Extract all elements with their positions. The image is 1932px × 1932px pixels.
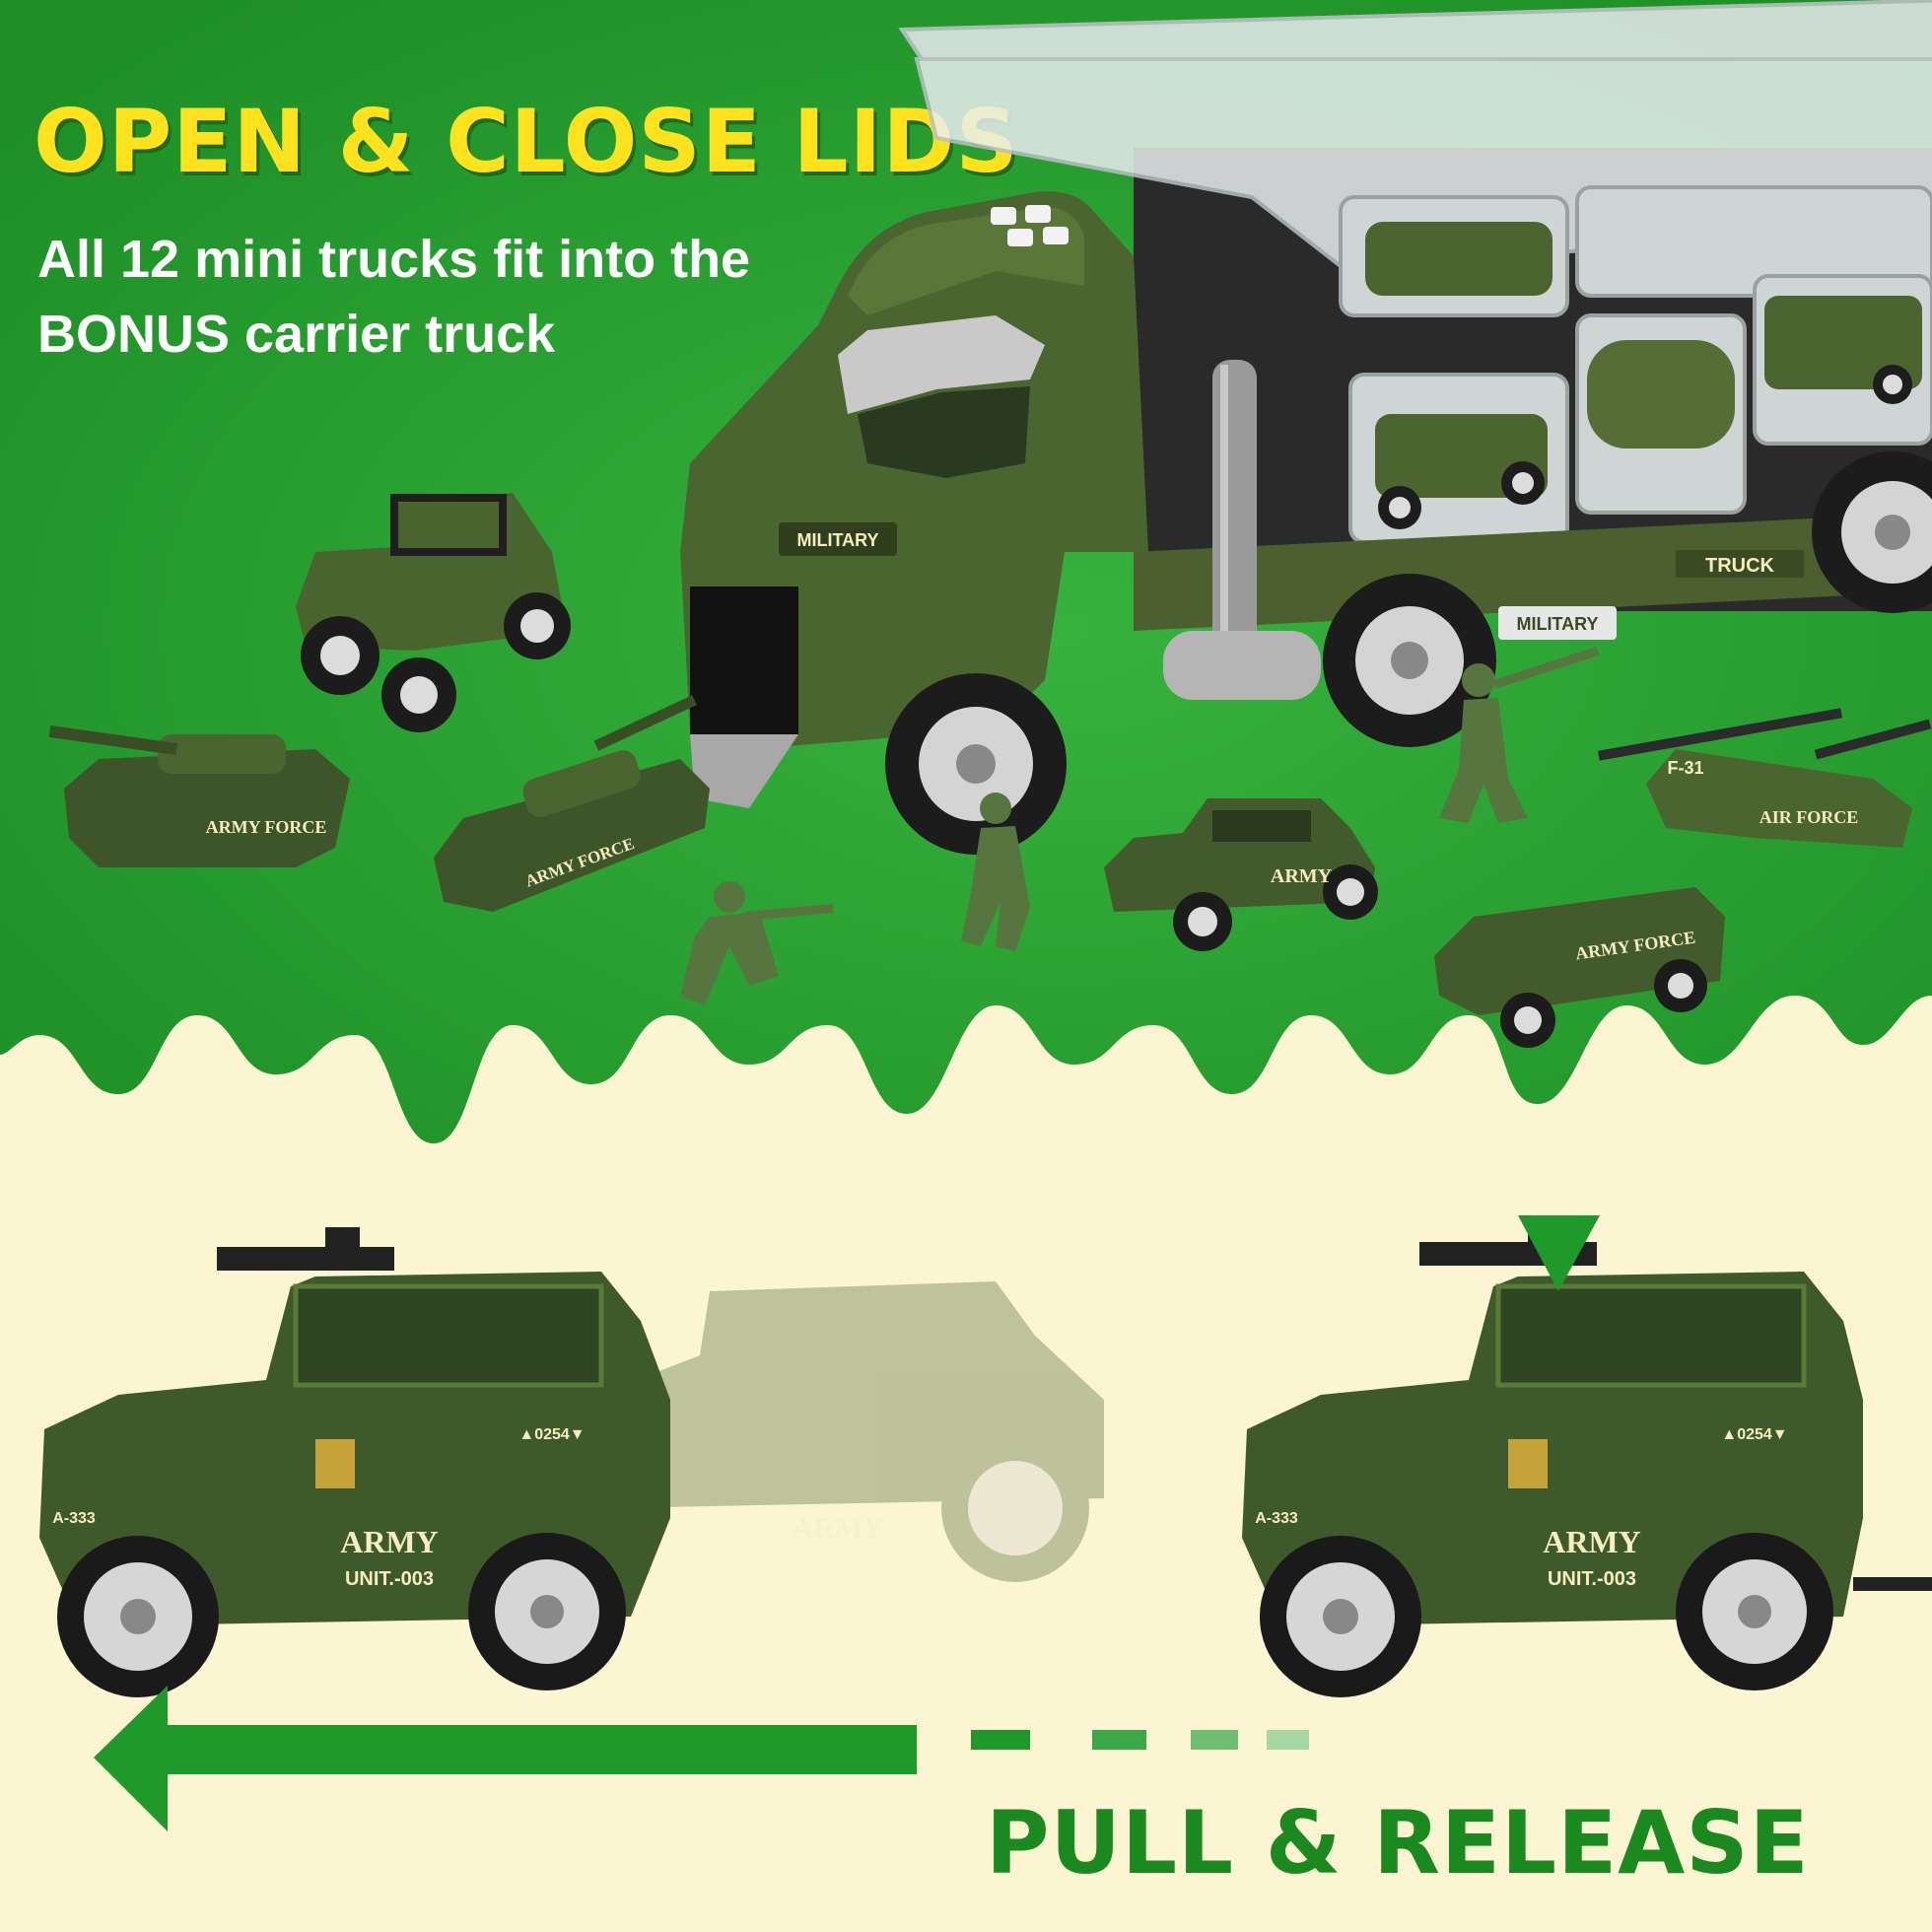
mini-jeep — [296, 493, 571, 732]
mini-tank-left: ARMY FORCE — [48, 725, 350, 867]
pull-arrow-icon — [94, 1686, 1309, 1831]
carrier-truck: TRUCK MILIT — [680, 0, 1932, 855]
left-humvee-plate: A-333 — [52, 1510, 96, 1527]
ghost-humvee-decal: ARMY — [792, 1512, 884, 1545]
mini-apc: ARMY FORCE — [1434, 887, 1725, 1048]
right-humvee-unit: UNIT.-003 — [1548, 1568, 1636, 1590]
headline-open-close-lids: OPEN & CLOSE LIDS — [34, 91, 1019, 192]
pull-back-humvee-right: ARMY UNIT.-003 ▲0254▼ A-333 — [1242, 1222, 1932, 1697]
subtext: All 12 mini trucks fit into the BONUS ca… — [37, 222, 846, 372]
pull-back-humvee-left: ARMY UNIT.-003 ▲0254▼ A-333 — [39, 1227, 670, 1697]
tank-left-decal: ARMY FORCE — [206, 817, 327, 837]
mini-tank-ramp: ARMY FORCE — [434, 695, 710, 912]
left-humvee-unit: UNIT.-003 — [345, 1568, 434, 1590]
headline-pull-release: PULL & RELEASE — [986, 1792, 1810, 1894]
mini-helicopter: F-31 AIR FORCE — [1598, 708, 1932, 848]
trailer-military-decal: MILITARY — [1517, 614, 1599, 634]
army-soldiers — [680, 647, 1600, 1005]
right-humvee-serial: ▲0254▼ — [1721, 1426, 1787, 1443]
subtext-line-1: All 12 mini trucks fit into the — [37, 230, 751, 289]
right-humvee-plate: A-333 — [1255, 1510, 1298, 1527]
motion-blur-humvee: ARMY — [591, 1281, 1104, 1582]
heli-code-decal: F-31 — [1667, 758, 1703, 778]
truck-decal: TRUCK — [1705, 555, 1775, 577]
down-triangle-icon — [1518, 1215, 1600, 1291]
right-humvee-army: ARMY — [1543, 1524, 1641, 1559]
cab-military-decal: MILITARY — [797, 530, 879, 550]
subtext-line-2: BONUS carrier truck — [37, 305, 556, 364]
mini-humvee-top: ARMY — [1104, 798, 1378, 951]
heli-decal: AIR FORCE — [1760, 807, 1859, 827]
left-humvee-army: ARMY — [340, 1524, 439, 1559]
humvee-top-decal: ARMY — [1271, 865, 1333, 887]
left-humvee-serial: ▲0254▼ — [518, 1426, 585, 1443]
